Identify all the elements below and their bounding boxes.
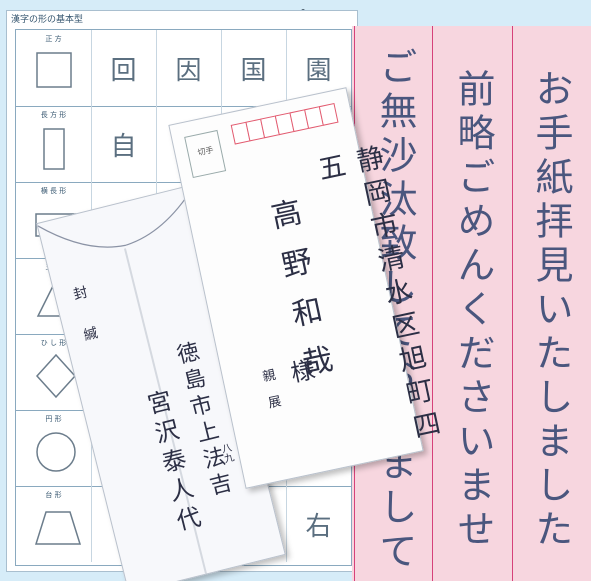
shape-cell: 台 形 (16, 486, 92, 562)
kanji-sample: 国 (240, 56, 267, 86)
row-label: ひ し 形 (40, 339, 67, 347)
letter-rule-line (512, 26, 513, 581)
circle-shape-icon (36, 432, 76, 472)
kanji-cell: 国 (221, 30, 287, 106)
kanji-cell (221, 486, 287, 562)
row-label: 正 方 (45, 35, 62, 43)
row-label: 横 長 形 (40, 187, 67, 195)
kanji-sample: 因 (175, 56, 202, 86)
kanji-cell: 回 (91, 30, 157, 106)
square-shape-icon (36, 52, 72, 88)
row-label: 台 形 (45, 491, 62, 499)
recipient-note: 親展 (258, 367, 285, 424)
kanji-cell: 園 (286, 30, 351, 106)
kanji-sample: 園 (305, 56, 332, 86)
envelope-flap-icon (37, 186, 194, 248)
postal-code-boxes (230, 102, 339, 145)
rectangle-shape-icon (43, 128, 65, 170)
row-label: 長 方 形 (40, 111, 67, 119)
letter-column: 前略ごめんくださいませ (451, 69, 495, 553)
worksheet-title: 漢字の形の基本型 (11, 15, 84, 25)
letter-rule-line (432, 26, 433, 581)
shape-cell: 正 方 (16, 30, 92, 106)
kanji-cell: 自 (91, 106, 157, 182)
kanji-sample: 回 (110, 56, 137, 86)
worksheet-row: 台 形 右 (16, 486, 351, 565)
stamp-box: 切手 (184, 129, 227, 179)
trapezoid-shape-icon (34, 511, 82, 545)
kanji-sample: 自 (110, 132, 137, 162)
shape-cell: 長 方 形 (16, 106, 92, 182)
seal-mark: 封緘 (69, 284, 106, 370)
row-label: 円 形 (45, 415, 62, 423)
letter-column: お手紙拝見いたしました (529, 69, 573, 553)
shape-cell: 円 形 (16, 410, 92, 486)
postal-code-box (318, 102, 339, 126)
diamond-shape-icon (35, 353, 77, 399)
envelope-back: 封緘 徳島市上法吉 八九 宮沢泰人代 (36, 184, 286, 581)
kanji-cell: 右 (286, 486, 351, 562)
kanji-cell: 因 (156, 30, 222, 106)
stamp-label: 切手 (196, 145, 215, 158)
worksheet-row: 正 方 回 因 国 園 (16, 30, 351, 107)
kanji-sample: 右 (305, 512, 332, 542)
